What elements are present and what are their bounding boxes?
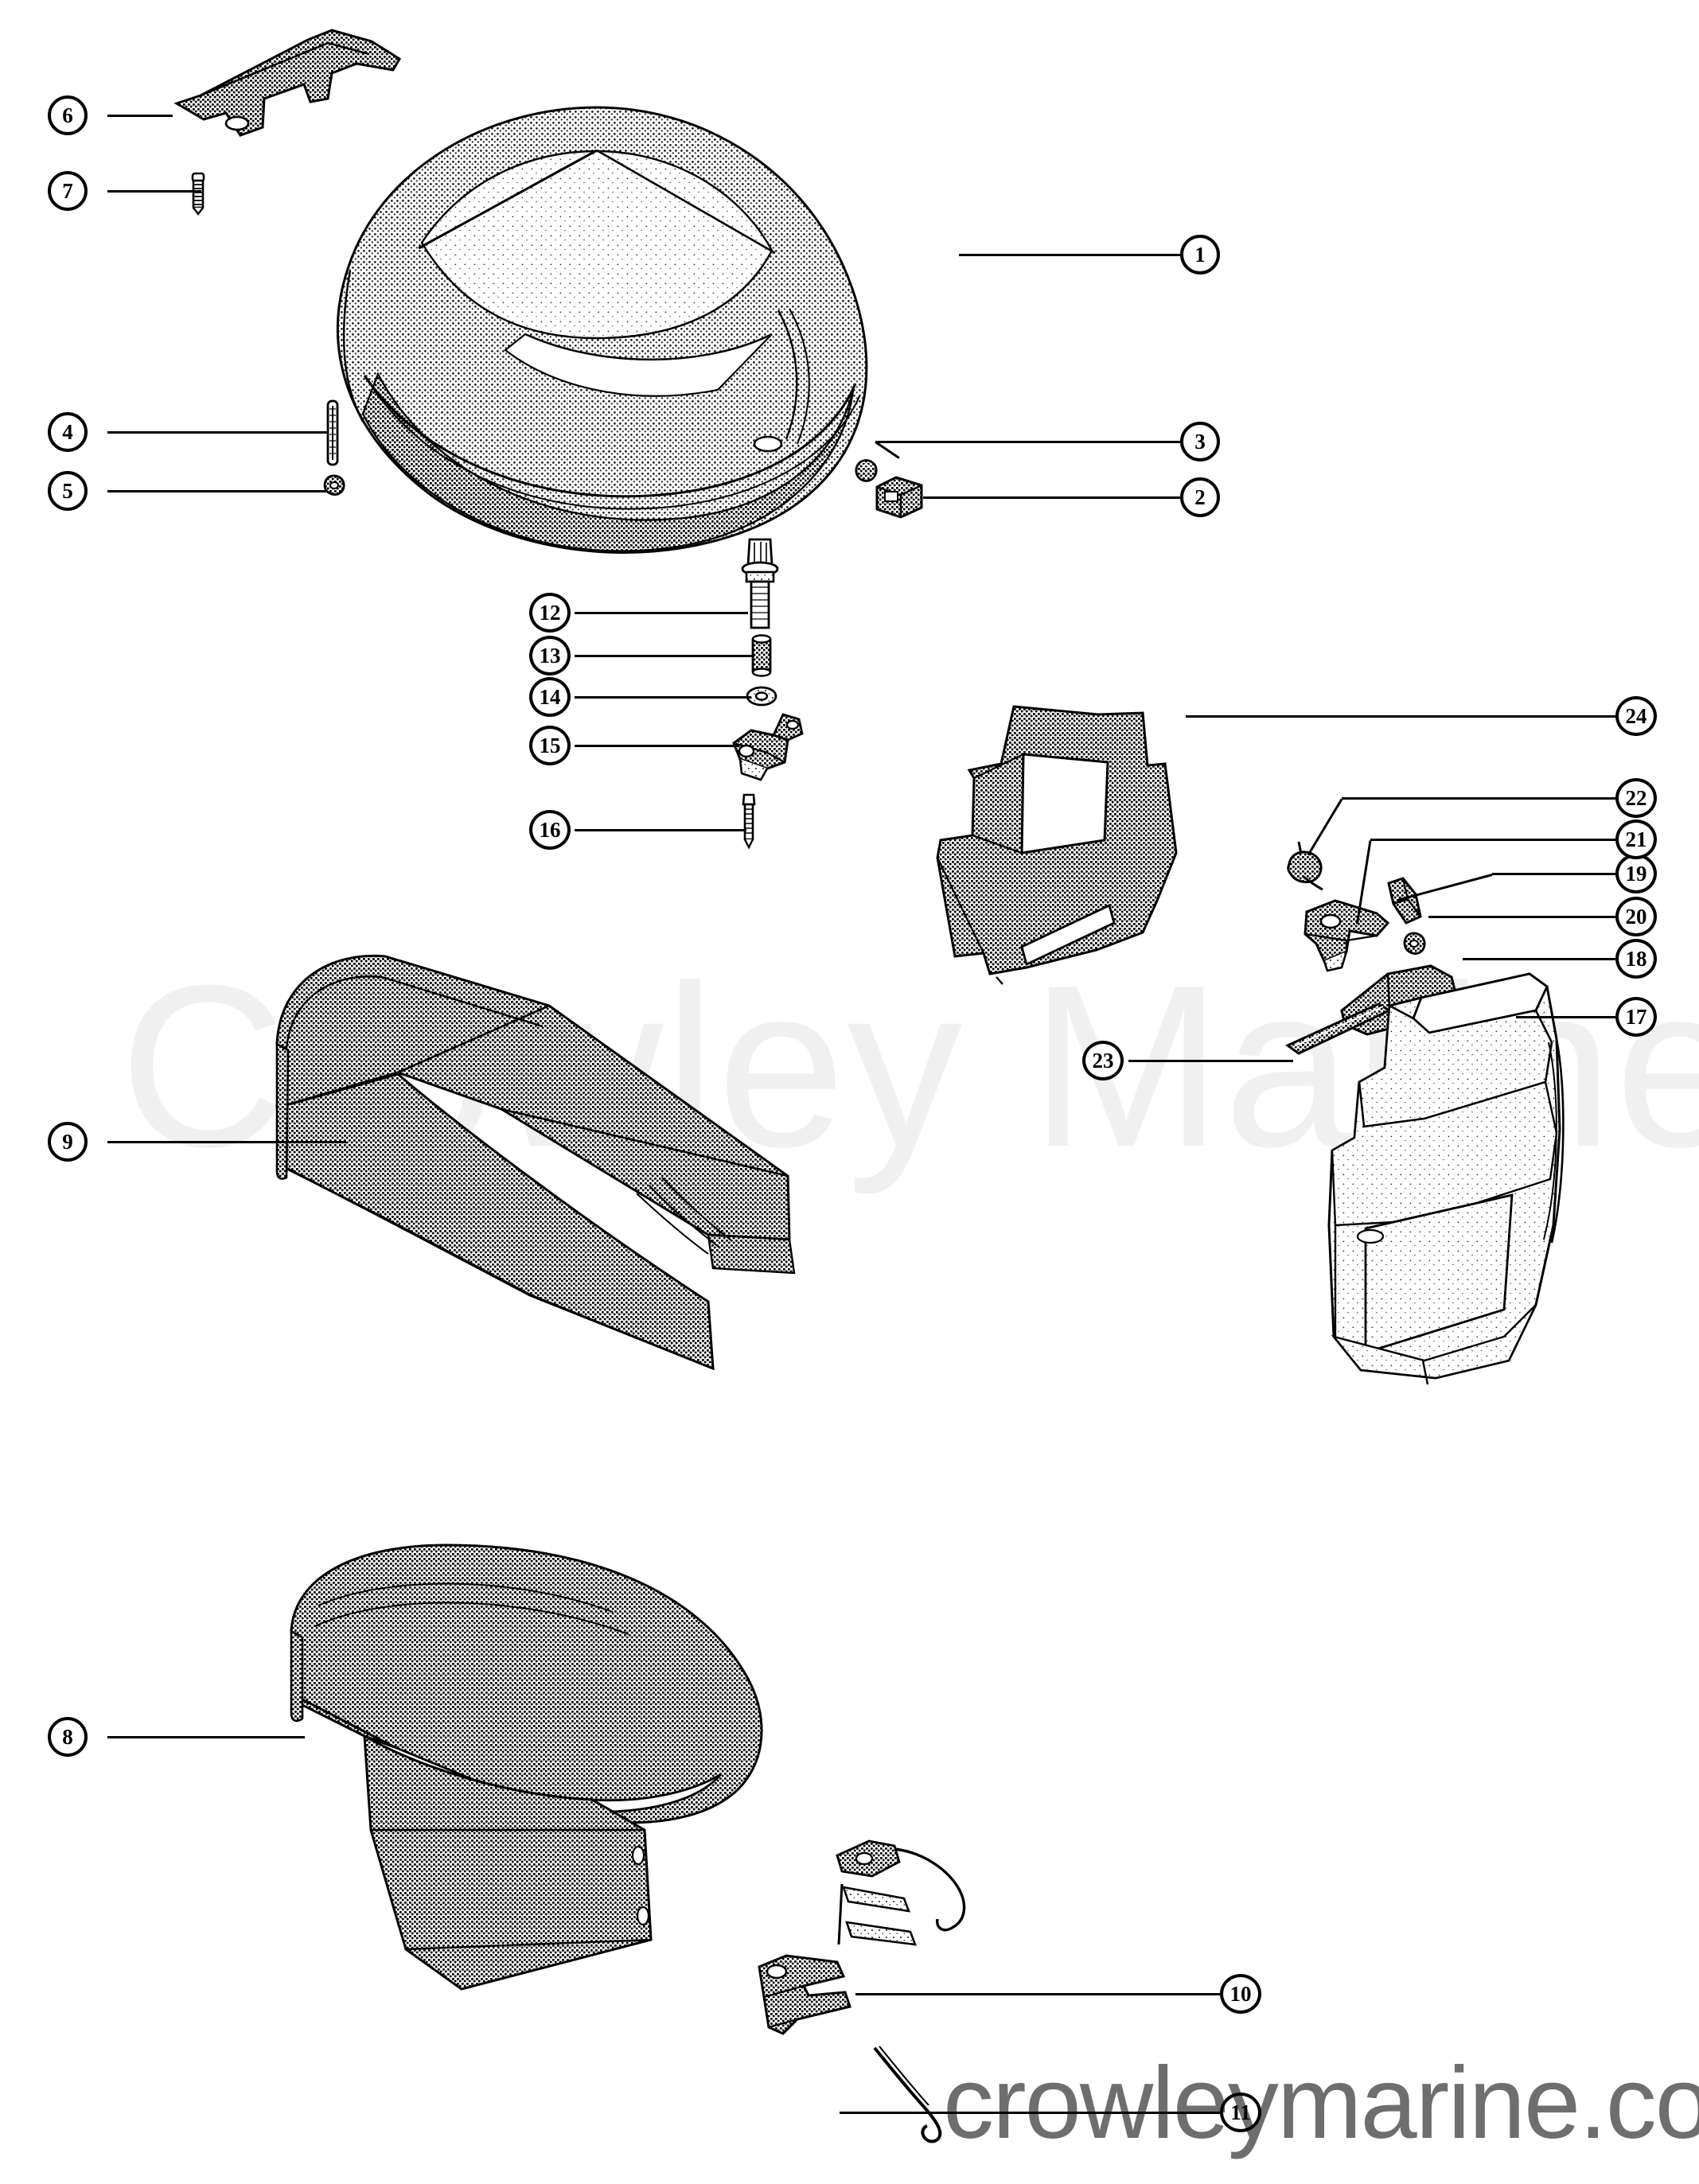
part-top-cowl-assembly: [263, 72, 915, 561]
part-retaining-washer: [1398, 928, 1433, 960]
callout-11[interactable]: 11: [1220, 2093, 1261, 2132]
part-cowl-latch-retainer: [872, 473, 928, 522]
callout-label-20: 20: [1625, 904, 1647, 928]
callout-label-11: 11: [1230, 2100, 1251, 2124]
callout-label-13: 13: [539, 643, 561, 668]
callout-23[interactable]: 23: [1082, 1041, 1124, 1080]
part-lever-screw: [737, 792, 762, 851]
leader-line-7: [107, 190, 201, 193]
callout-6[interactable]: 6: [48, 95, 88, 135]
leader-line-11: [840, 2112, 1220, 2114]
callout-12[interactable]: 12: [529, 593, 571, 633]
callout-21[interactable]: 21: [1615, 819, 1657, 859]
callout-4[interactable]: 4: [48, 412, 88, 452]
callout-17[interactable]: 17: [1615, 997, 1657, 1037]
callout-label-23: 23: [1092, 1048, 1114, 1073]
leader-line-13: [575, 655, 754, 657]
callout-label-19: 19: [1625, 861, 1647, 886]
callout-5[interactable]: 5: [48, 471, 88, 511]
callout-1[interactable]: 1: [1180, 235, 1220, 274]
part-bracket-screw: [186, 172, 210, 216]
callout-9[interactable]: 9: [48, 1122, 88, 1162]
part-cowl-seal-grommet: [848, 454, 887, 492]
callout-7[interactable]: 7: [48, 171, 88, 211]
callout-24[interactable]: 24: [1615, 696, 1657, 736]
leader-line-3: [875, 441, 1180, 443]
part-spacer-sleeve: [746, 633, 778, 679]
leader-line-21: [1370, 839, 1615, 841]
part-latch-pin: [1382, 875, 1441, 929]
part-latch-lever-assembly: [726, 710, 807, 786]
callout-label-1: 1: [1194, 242, 1206, 267]
leader-line-19: [1492, 873, 1615, 875]
callout-18[interactable]: 18: [1615, 939, 1657, 979]
callout-label-8: 8: [62, 1724, 73, 1749]
callout-label-9: 9: [62, 1129, 73, 1154]
callout-10[interactable]: 10: [1220, 1974, 1261, 2014]
part-upper-cowl-wrap-seal: [263, 939, 851, 1424]
callout-15[interactable]: 15: [529, 726, 571, 765]
callout-label-6: 6: [62, 103, 73, 127]
callout-label-7: 7: [62, 178, 73, 203]
part-latch-spring-rod-upper: [828, 1814, 1003, 2013]
part-latch-cam: [1283, 837, 1340, 897]
leader-line-24: [1186, 715, 1615, 718]
leader-line-17: [1516, 1016, 1615, 1018]
leader-line-18: [1463, 958, 1615, 960]
callout-label-4: 4: [62, 419, 73, 444]
callout-label-2: 2: [1194, 485, 1206, 509]
part-flat-washer: [742, 682, 781, 710]
callout-label-10: 10: [1229, 1981, 1252, 2006]
leader-line-1: [959, 254, 1180, 256]
part-latch-bushing: [1300, 894, 1401, 974]
callout-label-15: 15: [539, 733, 561, 757]
part-lower-cowl-wrap-seal: [271, 1544, 859, 2005]
callout-label-14: 14: [539, 684, 561, 709]
leader-line-10: [855, 1993, 1220, 1995]
leader-line-12: [575, 612, 748, 614]
callout-label-17: 17: [1625, 1004, 1647, 1029]
leader-line-20: [1428, 916, 1615, 918]
part-push-nut-retainer: [320, 471, 349, 500]
part-lower-front-cowl-cover: [1265, 963, 1584, 1392]
part-shoulder-bolt: [738, 535, 783, 633]
callout-label-16: 16: [539, 817, 561, 842]
callout-3[interactable]: 3: [1180, 422, 1220, 461]
part-hinge-pin: [322, 398, 343, 468]
callout-8[interactable]: 8: [48, 1717, 88, 1757]
part-cowl-latch-handle: [751, 1951, 871, 2046]
part-latch-spring-rod: [871, 2045, 999, 2148]
leader-line-2: [923, 496, 1180, 499]
part-front-cowl-panel: [914, 694, 1200, 985]
leader-line-5: [107, 490, 326, 492]
leader-line-4: [107, 431, 328, 434]
callout-19[interactable]: 19: [1615, 854, 1657, 893]
leader-line-6: [107, 115, 173, 117]
leader-line-9: [107, 1141, 346, 1143]
callout-label-21: 21: [1625, 827, 1647, 851]
leader-line-22: [1342, 797, 1615, 800]
callout-20[interactable]: 20: [1615, 897, 1657, 936]
leader-line-16: [575, 829, 746, 831]
callout-label-3: 3: [1194, 429, 1206, 454]
callout-label-24: 24: [1625, 703, 1647, 728]
leader-line-14: [575, 696, 751, 699]
leader-line-15: [575, 745, 738, 747]
site-logo-text: crowleymarine.com: [943, 2046, 1699, 2160]
callout-16[interactable]: 16: [529, 810, 571, 850]
callout-label-12: 12: [539, 600, 561, 625]
callout-14[interactable]: 14: [529, 677, 571, 717]
callout-22[interactable]: 22: [1615, 778, 1657, 818]
callout-label-18: 18: [1625, 946, 1647, 971]
part-cowl-latch-bracket: [169, 22, 407, 146]
callout-13[interactable]: 13: [529, 636, 571, 675]
callout-label-22: 22: [1625, 785, 1647, 810]
leader-line-23: [1128, 1060, 1293, 1062]
leader-line-8: [107, 1736, 305, 1738]
callout-2[interactable]: 2: [1180, 477, 1220, 517]
callout-label-5: 5: [62, 478, 73, 503]
